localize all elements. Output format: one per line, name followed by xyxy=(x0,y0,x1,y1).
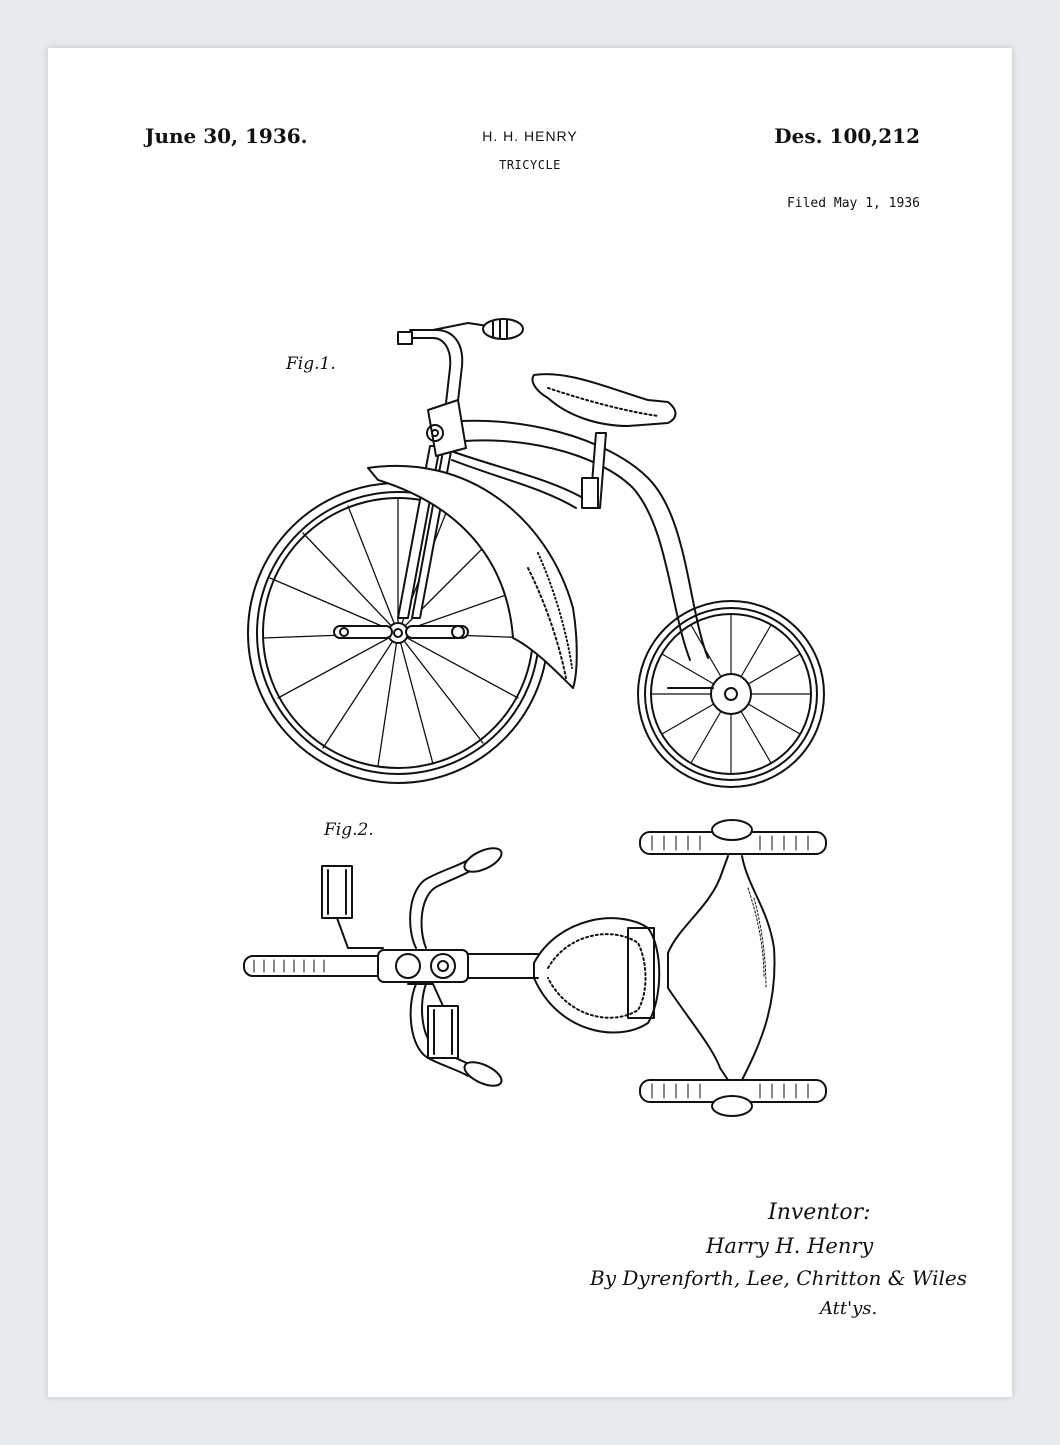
filed-date: Filed May 1, 1936 xyxy=(786,196,920,211)
patent-subject: TRICYCLE xyxy=(499,158,561,172)
left-rear-wheel-top xyxy=(639,1079,827,1117)
patent-number: Des. 100,212 xyxy=(774,124,920,148)
frame xyxy=(426,399,709,661)
patent-date: June 30, 1936. xyxy=(145,124,308,148)
front-fender xyxy=(367,464,578,689)
seat-top xyxy=(533,917,661,1034)
inventor-signature: Harry H. Henry xyxy=(706,1234,874,1258)
pedal-cranks xyxy=(333,625,469,639)
pedals-top xyxy=(321,865,459,1059)
right-rear-wheel-top xyxy=(639,819,827,855)
patent-sheet: June 30, 1936. H. H. HENRY TRICYCLE Des.… xyxy=(48,48,1012,1397)
fig1-side-view xyxy=(247,318,825,788)
attorneys-abbrev: Att'ys. xyxy=(820,1298,878,1319)
seat xyxy=(531,373,677,427)
frame-top xyxy=(377,949,539,983)
inventor-header: H. H. HENRY xyxy=(482,128,578,144)
fig2-label: Fig.2. xyxy=(324,820,374,840)
rear-body-top xyxy=(667,855,776,1081)
attorneys-signature: By Dyrenforth, Lee, Chritton & Wiles xyxy=(590,1266,968,1290)
handlebar xyxy=(397,318,524,404)
fig1-label: Fig.1. xyxy=(286,354,336,374)
fig2-top-view xyxy=(243,819,827,1117)
handlebar-top xyxy=(409,847,503,1087)
tricycle-drawing xyxy=(243,318,827,1117)
inventor-title: Inventor: xyxy=(768,1200,871,1225)
rear-wheel xyxy=(637,600,825,788)
